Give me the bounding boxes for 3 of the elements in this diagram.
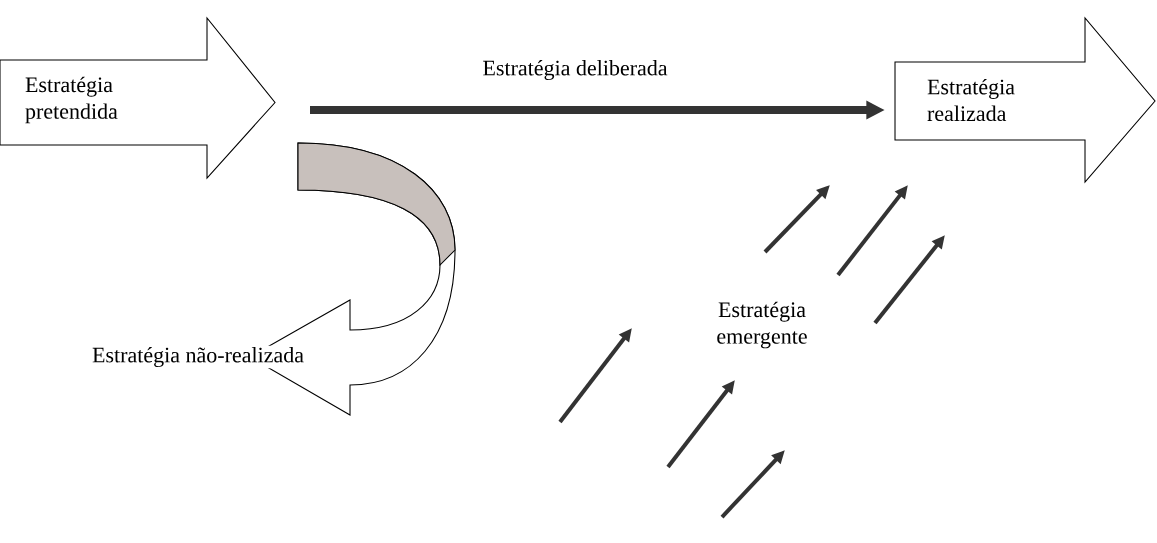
edge-label: Estratégia deliberada [483, 60, 668, 80]
text-label: Estratégia emergente [717, 301, 807, 349]
text-label: Estratégia não-realizada [90, 345, 306, 369]
